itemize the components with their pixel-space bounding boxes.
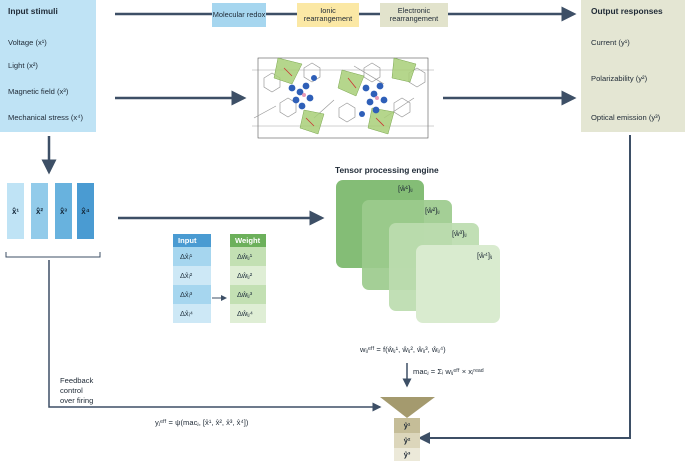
output-equation: yⱼᵉᶠᶠ = ψ(macⱼ, [x̂¹, x̂², x̂³, x̂⁴]): [155, 418, 249, 427]
input-cell-1: Δx̂ᵢ¹: [173, 247, 211, 266]
output-responses-title: Output responses: [591, 6, 663, 16]
input-item-mechanical-stress: Mechanical stress (x⁴): [8, 113, 83, 122]
output-y1: ŷ¹: [394, 418, 420, 433]
input-item-magnetic-field: Magnetic field (x³): [8, 87, 69, 96]
tensor-layer-1-label: [ŵ¹]ᵢⱼ: [398, 184, 413, 193]
feedback-line: [48, 260, 382, 412]
tensor-layer-2-label: [ŵ²]ᵢⱼ: [425, 206, 440, 215]
input-item-light: Light (x²): [8, 61, 38, 70]
weight-cell-1: Δŵᵢⱼ¹: [230, 247, 266, 266]
effective-weight-equation: wᵢⱼᵉᶠᶠ = f(ŵᵢⱼ¹, ŵᵢⱼ², ŵᵢⱼ³, ŵᵢⱼ⁴): [360, 345, 446, 354]
encoded-vector-1: x̂¹: [7, 183, 24, 239]
weight-column-header: Weight: [230, 234, 266, 247]
encoded-vector-3: x̂³: [55, 183, 72, 239]
molecular-redox-tag: Molecular redox: [212, 3, 266, 27]
tensor-engine-title: Tensor processing engine: [335, 165, 439, 175]
feedback-label: Feedback control over firing: [60, 376, 93, 406]
input-cell-2: Δx̂ᵢ²: [173, 266, 211, 285]
input-stimuli-title: Input stimuli: [8, 6, 58, 16]
tensor-layer-3-label: [ŵ³]ᵢⱼ: [452, 229, 467, 238]
encoded-vector-4: x̂⁴: [77, 183, 94, 239]
tensor-layer-4-label: [ŵ⁴]ᵢⱼ: [477, 251, 493, 260]
output-y3: ŷ³: [394, 448, 420, 461]
input-item-voltage: Voltage (x¹): [8, 38, 47, 47]
output-item-current: Current (y¹): [591, 38, 630, 47]
output-item-optical-emission: Optical emission (y³): [591, 113, 661, 122]
weight-cell-3: Δŵᵢⱼ³: [230, 285, 266, 304]
feedback-label-line1: Feedback: [60, 376, 94, 385]
weight-cell-4: Δŵᵢⱼ⁴: [230, 304, 266, 323]
feedback-label-line2: control: [60, 386, 83, 395]
ionic-rearrangement-tag: Ionic rearrangement: [297, 3, 359, 27]
encoded-vector-2: x̂²: [31, 183, 48, 239]
input-column: Input Δx̂ᵢ¹ Δx̂ᵢ² Δx̂ᵢ³ Δx̂ᵢ⁴: [173, 234, 211, 323]
input-stimuli-panel: Input stimuli Voltage (x¹) Light (x²) Ma…: [0, 0, 96, 132]
feedback-label-line3: over firing: [60, 396, 94, 405]
weight-cell-2: Δŵᵢⱼ²: [230, 266, 266, 285]
mac-equation: macⱼ = Σᵢ wᵢⱼᵉᶠᶠ × xᵢʳᵉᵃᵈ: [413, 367, 484, 376]
output-feedback-line: [418, 135, 631, 444]
output-y2: ŷ²: [394, 433, 420, 448]
weight-column: Weight Δŵᵢⱼ¹ Δŵᵢⱼ² Δŵᵢⱼ³ Δŵᵢⱼ⁴: [230, 234, 266, 323]
output-item-polarizability: Polarizability (y²): [591, 74, 648, 83]
tensor-layer-4: [416, 245, 500, 323]
funnel-shape: [380, 397, 435, 418]
electronic-rearrangement-tag: Electronic rearrangement: [380, 3, 448, 27]
output-responses-panel: Output responses Current (y¹) Polarizabi…: [581, 0, 685, 132]
input-cell-4: Δx̂ᵢ⁴: [173, 304, 211, 323]
input-cell-3: Δx̂ᵢ³: [173, 285, 211, 304]
molecular-crystal-structure-icon: [252, 57, 434, 139]
input-column-header: Input: [173, 234, 211, 247]
vector-bracket: [5, 252, 101, 258]
